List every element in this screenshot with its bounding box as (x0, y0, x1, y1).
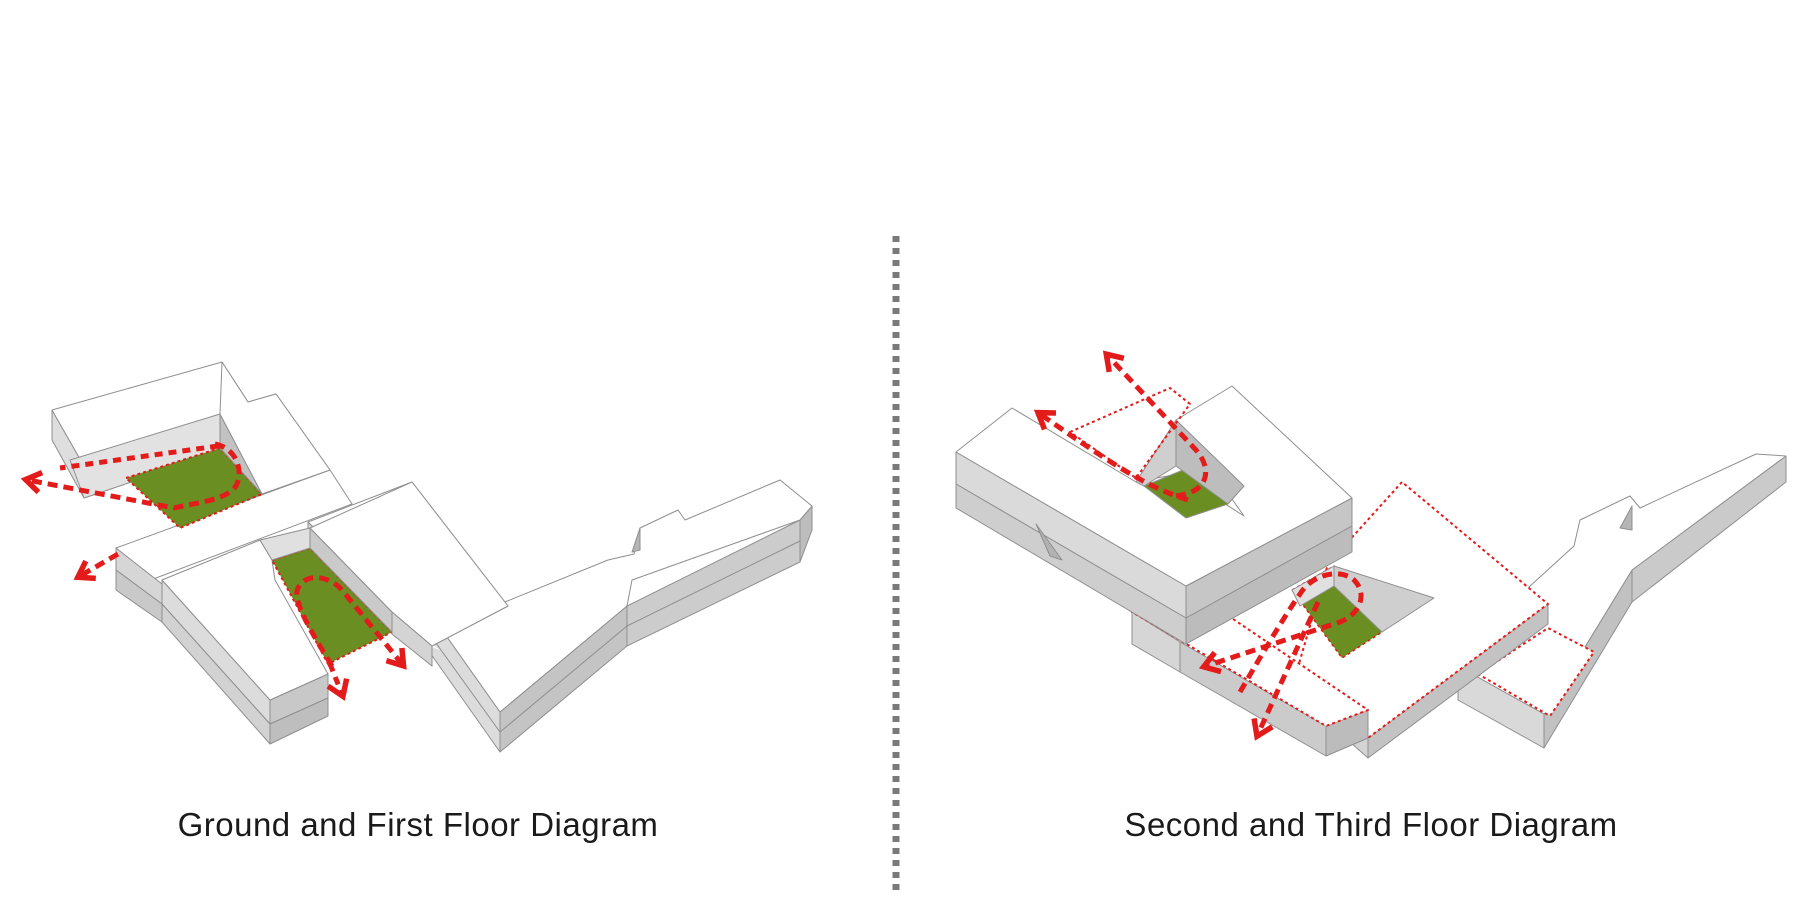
building-east-wing-upper (1457, 453, 1787, 749)
building-south-block (161, 481, 509, 745)
caption-second-third-floor: Second and Third Floor Diagram (1124, 806, 1618, 843)
building-connector-bar (115, 469, 353, 623)
path-ring-loop (1198, 571, 1364, 694)
path-north-west-arrow (1033, 409, 1189, 503)
building-east-wing (427, 479, 813, 753)
path-south-arrow (1251, 600, 1321, 741)
path-north-diagonal-arrow (1102, 350, 1209, 499)
ground-first-floor-diagram (20, 361, 813, 753)
circulation-paths-ground (20, 441, 407, 701)
path-north-loop (59, 443, 219, 471)
path-south-loop (294, 575, 407, 670)
second-third-floor-diagram (955, 350, 1787, 759)
path-west-arrow (73, 551, 120, 582)
path-north-arrow (20, 441, 242, 511)
caption-ground-first-floor: Ground and First Floor Diagram (177, 806, 659, 843)
path-south-arrow (326, 663, 350, 701)
circulation-paths-upper (1033, 350, 1364, 741)
